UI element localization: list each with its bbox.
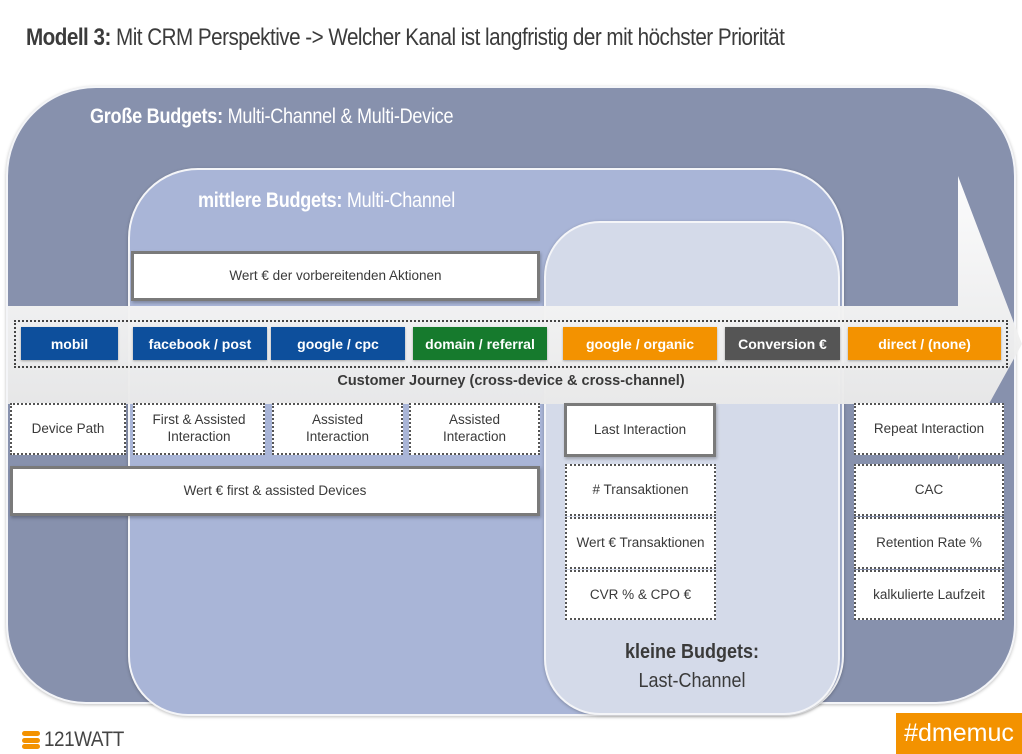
repeat-interaction-box: Repeat Interaction — [854, 403, 1004, 455]
preparatory-value-box: Wert € der vorbereitenden Aktionen — [131, 251, 540, 301]
first-assisted-interaction-box: First & Assisted Interaction — [133, 403, 265, 455]
cac-box: CAC — [854, 464, 1004, 516]
assisted-interaction-box-2: Assisted Interaction — [409, 403, 540, 455]
transactions-count-box: # Transaktionen — [565, 464, 716, 516]
calculated-lifetime-box: kalkulierte Laufzeit — [854, 570, 1004, 620]
last-interaction-box: Last Interaction — [564, 403, 716, 457]
transactions-value-box: Wert € Transaktionen — [565, 517, 716, 569]
zone-medium-label-bold: mittlere Budgets: — [198, 189, 343, 212]
customer-journey-label: Customer Journey (cross-device & cross-c… — [337, 373, 685, 389]
zone-large-label-bold: Große Budgets: — [90, 105, 223, 128]
title-bold: Modell 3: — [26, 24, 111, 51]
channel-google-cpc: google / cpc — [271, 327, 405, 360]
zone-medium-label-rest: Multi-Channel — [342, 189, 455, 212]
customer-journey-arrow — [8, 176, 1022, 460]
channel-conversion: Conversion € — [725, 327, 840, 360]
brand-logo: 121WATT — [22, 728, 133, 752]
channel-google-organic: google / organic — [563, 327, 717, 360]
cvr-cpo-box: CVR % & CPO € — [565, 570, 716, 620]
slide-title: Modell 3: Mit CRM Perspektive -> Welcher… — [26, 24, 785, 52]
zone-small-label-rest: Last-Channel — [638, 670, 746, 692]
zone-large-label: Große Budgets: Multi-Channel & Multi-Dev… — [90, 105, 454, 129]
device-path-box: Device Path — [10, 403, 126, 455]
retention-rate-box: Retention Rate % — [854, 517, 1004, 569]
zone-small-label-bold: kleine Budgets: — [624, 641, 760, 663]
zone-medium-label: mittlere Budgets: Multi-Channel — [198, 189, 455, 213]
arrow-shape — [8, 176, 1022, 460]
channel-direct-none: direct / (none) — [848, 327, 1001, 360]
event-hashtag: #dmemuc — [896, 713, 1022, 754]
channel-mobil: mobil — [21, 327, 118, 360]
channel-facebook-post: facebook / post — [133, 327, 267, 360]
logo-text: 121WATT — [44, 728, 124, 751]
channel-strip — [14, 320, 1008, 368]
devices-value-box: Wert € first & assisted Devices — [10, 466, 540, 516]
title-rest: Mit CRM Perspektive -> Welcher Kanal ist… — [110, 24, 785, 51]
assisted-interaction-box-1: Assisted Interaction — [272, 403, 403, 455]
logo-bars-icon — [22, 731, 40, 749]
channel-domain-referral: domain / referral — [413, 327, 547, 360]
zone-large-label-rest: Multi-Channel & Multi-Device — [222, 105, 454, 128]
